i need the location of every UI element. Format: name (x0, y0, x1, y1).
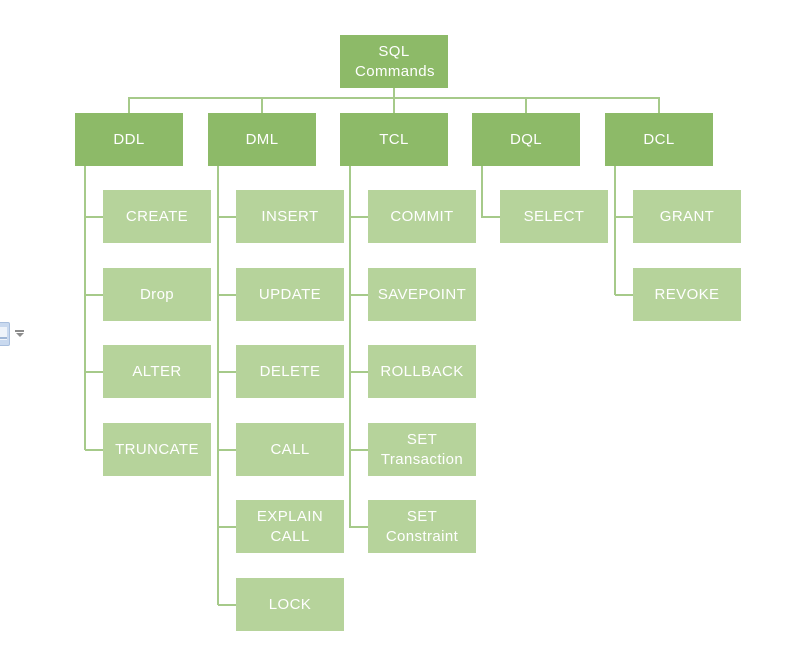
node-ddl-label: DDL (113, 130, 145, 148)
chevron-down-icon (15, 330, 24, 338)
connector-line (218, 449, 236, 451)
node-insert[interactable]: INSERT (236, 190, 344, 243)
node-savepoint[interactable]: SAVEPOINT (368, 268, 476, 321)
connector-line (218, 216, 236, 218)
node-dcl[interactable]: DCL (605, 113, 713, 166)
connector-line (350, 371, 368, 373)
connector-line (393, 99, 395, 113)
node-dcl-label: DCL (643, 130, 675, 148)
node-tcl[interactable]: TCL (340, 113, 448, 166)
node-dql[interactable]: DQL (472, 113, 580, 166)
node-explain-call[interactable]: EXPLAIN CALL (236, 500, 344, 553)
node-grant[interactable]: GRANT (633, 190, 741, 243)
connector-line (217, 166, 219, 605)
node-dql-label: DQL (509, 130, 543, 148)
connector-line (614, 166, 616, 295)
node-select[interactable]: SELECT (500, 190, 608, 243)
connector-line (481, 166, 483, 218)
connector-line (350, 526, 368, 528)
connector-line (261, 99, 263, 113)
node-commit-label: COMMIT (390, 207, 454, 225)
node-dml[interactable]: DML (208, 113, 316, 166)
node-set-transaction[interactable]: SET Transaction (368, 423, 476, 476)
node-call-label: CALL (270, 440, 310, 458)
connector-line (615, 294, 633, 296)
connector-line (658, 99, 660, 113)
node-truncate[interactable]: TRUNCATE (103, 423, 211, 476)
connector-line (393, 88, 395, 97)
node-set-transaction-label: SET Transaction (380, 430, 464, 468)
connector-line (218, 526, 236, 528)
connector-line (85, 449, 103, 451)
node-drop-label: Drop (139, 285, 175, 303)
connector-line (84, 166, 86, 450)
connector-line (128, 97, 660, 99)
node-create[interactable]: CREATE (103, 190, 211, 243)
node-explain-call-label: EXPLAIN CALL (256, 507, 324, 545)
node-revoke-label: REVOKE (654, 285, 720, 303)
node-delete[interactable]: DELETE (236, 345, 344, 398)
node-set-constraint[interactable]: SET Constraint (368, 500, 476, 553)
node-select-label: SELECT (523, 207, 585, 225)
node-update[interactable]: UPDATE (236, 268, 344, 321)
node-set-constraint-label: SET Constraint (385, 507, 459, 545)
node-create-label: CREATE (125, 207, 189, 225)
node-drop[interactable]: Drop (103, 268, 211, 321)
node-sql-commands-label: SQL Commands (355, 42, 435, 80)
connector-line (482, 216, 500, 218)
node-rollback[interactable]: ROLLBACK (368, 345, 476, 398)
connector-line (350, 449, 368, 451)
connector-line (128, 99, 130, 113)
node-commit[interactable]: COMMIT (368, 190, 476, 243)
node-dml-label: DML (245, 130, 279, 148)
node-alter[interactable]: ALTER (103, 345, 211, 398)
node-grant-label: GRANT (659, 207, 715, 225)
node-rollback-label: ROLLBACK (380, 362, 464, 380)
node-update-label: UPDATE (258, 285, 322, 303)
node-sql-commands[interactable]: SQL Commands (340, 35, 448, 88)
node-savepoint-label: SAVEPOINT (377, 285, 467, 303)
node-revoke[interactable]: REVOKE (633, 268, 741, 321)
node-insert-label: INSERT (261, 207, 319, 225)
connector-line (349, 166, 351, 528)
connector-line (85, 216, 103, 218)
node-alter-label: ALTER (132, 362, 182, 380)
connector-line (218, 371, 236, 373)
connector-line (350, 216, 368, 218)
connector-line (615, 216, 633, 218)
connector-line (85, 294, 103, 296)
node-tcl-label: TCL (379, 130, 409, 148)
node-ddl[interactable]: DDL (75, 113, 183, 166)
connector-line (85, 371, 103, 373)
connector-line (350, 294, 368, 296)
paste-options-button[interactable] (0, 321, 25, 347)
node-call[interactable]: CALL (236, 423, 344, 476)
connector-line (218, 604, 236, 606)
node-truncate-label: TRUNCATE (115, 440, 199, 458)
node-delete-label: DELETE (259, 362, 321, 380)
connector-line (525, 99, 527, 113)
node-lock-label: LOCK (268, 595, 312, 613)
clipboard-icon (0, 322, 10, 346)
connector-line (218, 294, 236, 296)
node-lock[interactable]: LOCK (236, 578, 344, 631)
